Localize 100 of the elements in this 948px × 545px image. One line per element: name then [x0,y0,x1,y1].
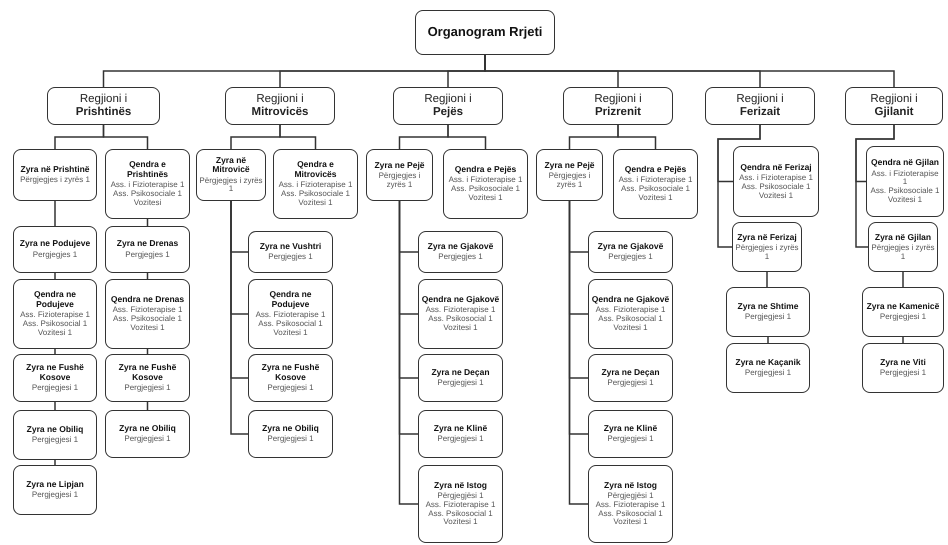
connector-line [102,125,148,149]
staff-role: Ass. Fizioterapise 1 [426,306,496,315]
office-box [588,465,673,543]
office-box [105,410,190,458]
office-box [105,226,190,273]
office-box [105,149,190,219]
staff-role: Pergjegjesi 1 [437,379,484,388]
office-box [588,410,673,458]
office-name: Zyra në Gjilan [874,232,932,242]
office-box [418,231,503,273]
region-box [705,87,815,125]
office-box [105,279,190,349]
region-label: Regjioni i [870,93,918,106]
region-box [225,87,335,125]
office-box [13,226,97,273]
staff-role: Përgjegjes i zyrës 1 [378,172,422,190]
staff-role: Vozitesi 1 [613,324,648,333]
region-name: Prizrenit [594,106,641,119]
office-box [366,149,433,201]
office-box [248,231,333,273]
office-box [733,146,819,217]
office-box [862,287,944,337]
office-box [418,279,503,349]
region-label: Regjioni i [80,93,128,106]
staff-role: Vozitesi 1 [443,324,478,333]
office-box [248,410,333,458]
staff-role: Ass. Fizioterapise 1 [596,500,666,510]
connector-line [855,125,895,248]
office-name: Zyra ne Deçan [601,368,660,378]
connector-line [447,125,486,149]
office-name: Zyra ne Kaçanik [735,358,801,368]
region-name: Gjilanit [874,106,914,119]
region-label: Regjioni i [736,93,784,106]
office-box [588,231,673,273]
staff-role: Ass. Psikosociale 1 [113,190,182,199]
connector-line [230,201,248,435]
office-name: Qendra e Prishtinës [126,160,170,180]
staff-role: Vozitesi 1 [38,328,72,338]
staff-role: Ass. Psikosocial 1 [598,315,663,324]
staff-role: Vozitesi 1 [613,518,648,528]
staff-role: Ass. Psikosocial 1 [428,510,493,518]
staff-role: Pergjegjes 1 [32,250,78,260]
office-name: Zyra në Istog [434,480,487,490]
connector-line [617,125,656,149]
connector-line [54,349,56,354]
staff-role: Pergjegjesi 1 [267,384,314,393]
office-name: Qendra ne Podujeve [32,290,78,310]
office-box [862,343,944,393]
office-box [588,354,673,402]
connector-line [398,201,418,505]
office-name: Zyra ne Lipjan [26,480,84,490]
staff-role: Pergjegjesi 1 [32,491,78,500]
staff-role: Ass. i Fizioterapise 1 [739,174,813,183]
office-name: Zyra ne Vushtri [260,242,322,252]
office-name: Zyra ne Klinë [434,424,488,434]
office-box [443,149,528,219]
staff-role: Pergjegjesi 1 [32,436,78,446]
office-name: Zyra ne Pejë [544,160,595,170]
office-box [868,222,938,272]
staff-role: Ass. Psikosociale 1 [870,187,940,196]
staff-role: Pergjegjes 1 [268,253,313,262]
office-box [196,149,266,201]
region-label: Regjioni i [256,93,304,106]
staff-role: Ass. Psikosocial 1 [598,510,663,518]
connector-line [766,272,768,287]
region-name: Prishtinës [76,106,132,119]
connector-line [54,402,56,410]
region-box [845,87,943,125]
office-name: Zyra ne Obiliq [262,424,319,434]
staff-role: Ass. Fizioterapise 1 [20,311,90,320]
staff-role: Vozitesi 1 [298,198,333,208]
staff-role: Ass. Psikosociale 1 [451,185,520,194]
office-box [613,149,698,219]
region-name: Pejës [432,106,464,119]
office-name: Zyra ne Obiliq [119,424,176,434]
staff-role: Ass. i Fizioterapise 1 [110,181,184,190]
office-box [105,354,190,402]
staff-role: Pergjegjesi 1 [607,435,654,444]
staff-role: Përgjegjësi 1 [607,492,654,501]
office-name: Zyra ne Fushë Kosove [25,363,85,382]
title-box [415,10,555,55]
office-name: Zyra ne Fushë Kosove [260,363,320,382]
office-box [866,146,944,217]
office-box [248,354,333,402]
connector-line [146,273,148,279]
office-box [536,149,603,201]
connector-line [146,349,148,354]
staff-role: Përgjegjes i zyrës 1 [199,176,263,194]
staff-role: Pergjegjes 1 [438,253,483,262]
region-box [563,87,673,125]
office-name: Zyra ne Obiliq [26,424,84,434]
connector-line [54,273,56,279]
office-box [418,410,503,458]
staff-role: Pergjegjesi 1 [607,379,654,388]
staff-role: Ass. Psikosocial 1 [428,315,493,324]
staff-role: Vozitesi 1 [888,196,922,205]
office-box [418,465,503,543]
office-name: Zyra në Ferizaj [737,232,797,242]
region-box [47,87,160,125]
office-box [13,354,97,402]
